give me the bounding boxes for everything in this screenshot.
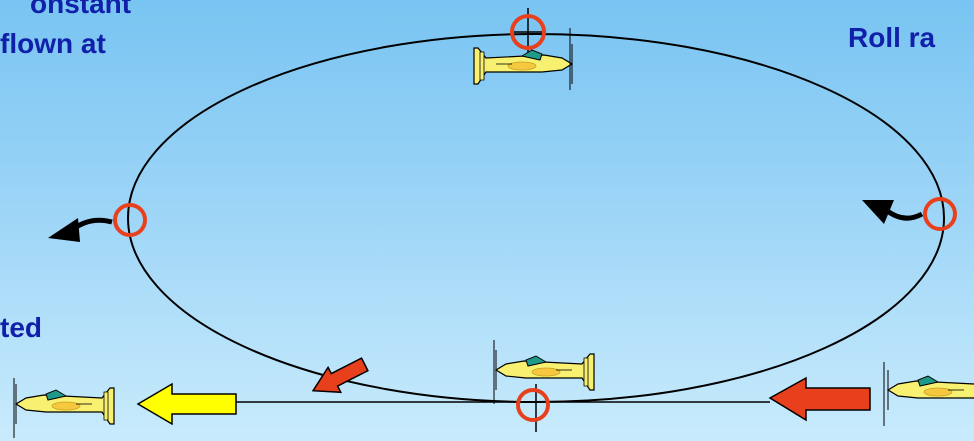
caption-top-left-line1: onstant xyxy=(30,0,132,19)
roll-arrow-icon xyxy=(862,200,924,224)
direction-arrow-icon xyxy=(311,357,369,394)
caption-top-left-line2: flown at xyxy=(0,28,106,59)
plane-icon xyxy=(493,340,595,404)
direction-arrow-icon xyxy=(768,376,871,422)
plane-icon xyxy=(13,378,115,438)
plane-icon xyxy=(883,362,974,426)
marker-circle-icon xyxy=(113,203,147,237)
marker-circle-icon xyxy=(923,197,957,231)
caption-top-right: Roll ra xyxy=(848,22,936,53)
plane-icon xyxy=(473,28,573,90)
loop-path xyxy=(127,33,945,403)
direction-arrow-icon xyxy=(136,382,237,426)
roll-arrow-icon xyxy=(48,217,113,242)
marker-circle-icon xyxy=(510,14,546,50)
caption-bottom-left: ted xyxy=(0,312,42,343)
marker-circle-icon xyxy=(516,388,550,422)
